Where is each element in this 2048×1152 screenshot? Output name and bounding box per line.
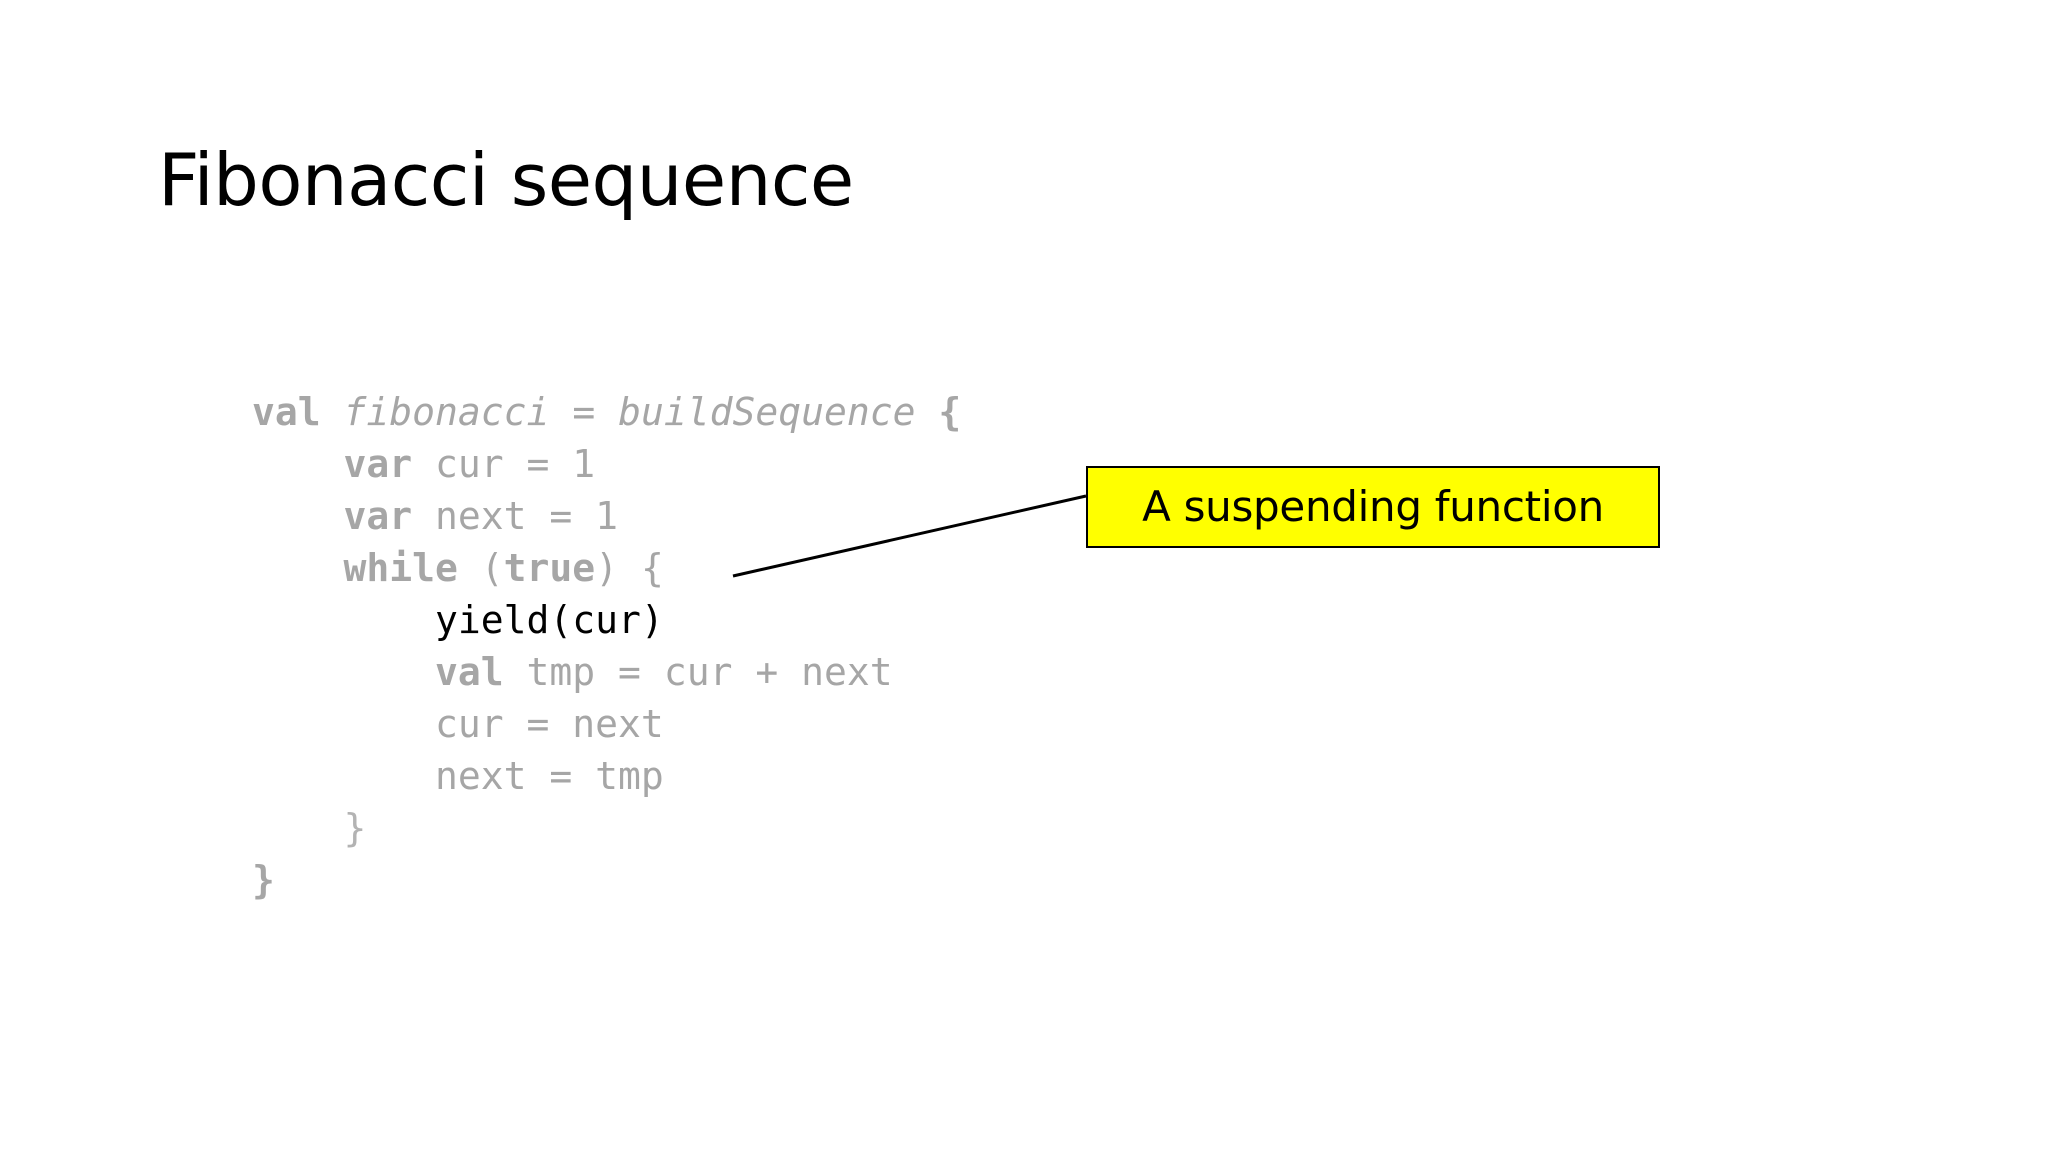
code-line: cur = next <box>252 698 961 750</box>
code-line: yield(cur) <box>252 594 961 646</box>
code-indent <box>252 650 435 694</box>
code-line: while (true) { <box>252 542 961 594</box>
code-indent <box>252 546 344 590</box>
code-token: next = 1 <box>412 494 619 538</box>
code-token: tmp = cur + next <box>503 650 893 694</box>
code-token: val <box>252 390 321 434</box>
code-token: while <box>343 546 458 590</box>
code-token: { <box>938 390 962 434</box>
code-token: } <box>252 858 275 902</box>
code-line: } <box>252 854 961 906</box>
code-token: buildSequence <box>618 390 916 434</box>
code-token: next = tmp <box>435 754 664 798</box>
code-line: next = tmp <box>252 750 961 802</box>
code-token: } <box>343 806 367 850</box>
code-line: } <box>252 802 961 854</box>
code-indent <box>252 598 435 642</box>
code-token: cur = 1 <box>412 442 596 486</box>
code-line: var next = 1 <box>252 490 961 542</box>
code-line: var cur = 1 <box>252 438 961 490</box>
code-line: val tmp = cur + next <box>252 646 961 698</box>
code-line: val fibonacci = buildSequence { <box>252 386 961 438</box>
code-token: var <box>343 494 413 538</box>
code-token <box>321 390 344 434</box>
code-indent <box>252 754 435 798</box>
code-indent <box>252 806 344 850</box>
code-indent <box>252 442 344 486</box>
code-token: val <box>435 650 504 694</box>
code-token: ( <box>457 546 504 590</box>
page-title: Fibonacci sequence <box>158 138 854 223</box>
code-token-highlighted: yield(cur) <box>435 598 664 642</box>
code-indent <box>252 494 344 538</box>
code-token <box>916 390 939 434</box>
callout-box-suspending-function: A suspending function <box>1086 466 1660 548</box>
code-token: = <box>549 390 619 434</box>
callout-label: A suspending function <box>1142 482 1604 531</box>
code-token: ) { <box>595 546 664 590</box>
code-token: fibonacci <box>343 390 550 434</box>
code-token: true <box>503 546 596 590</box>
code-token: cur = next <box>435 702 664 746</box>
code-token: var <box>343 442 413 486</box>
code-indent <box>252 702 435 746</box>
code-block: val fibonacci = buildSequence { var cur … <box>252 386 961 906</box>
